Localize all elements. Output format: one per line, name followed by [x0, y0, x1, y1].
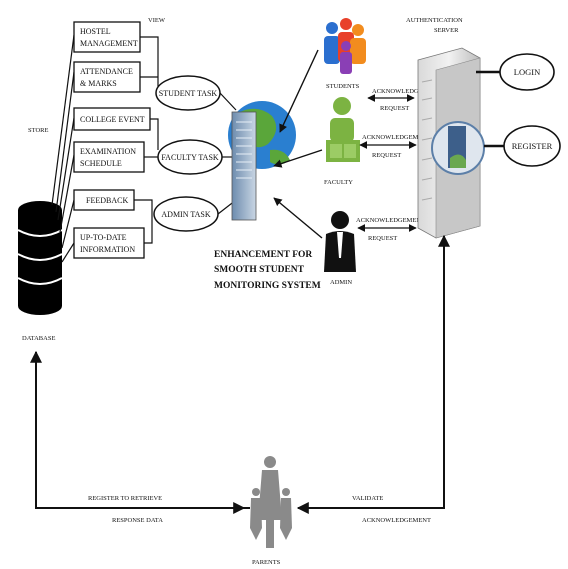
register-to-retrieve-label: REGISTER TO RETRIEVE [88, 495, 162, 502]
response-data-label: RESPONSE DATA [112, 517, 163, 524]
parents-to-database-arrow [30, 350, 250, 509]
svg-text:ACKNOWLEDGEMENT: ACKNOWLEDGEMENT [356, 217, 425, 224]
auth-server-label: AUTHENTICATION [406, 17, 463, 24]
admin-auth-link: ACKNOWLEDGEMENT REQUEST [356, 217, 425, 242]
module-attendance-marks: ATTENDANCE & MARKS [73, 61, 141, 93]
students-label: STUDENTS [326, 83, 360, 90]
svg-text:& MARKS: & MARKS [80, 79, 117, 88]
svg-text:COLLEGE EVENT: COLLEGE EVENT [80, 115, 145, 124]
faculty-icon [326, 97, 360, 162]
svg-text:HOSTEL: HOSTEL [80, 27, 111, 36]
database-icon [17, 201, 63, 315]
svg-text:SCHEDULE: SCHEDULE [80, 159, 122, 168]
admin-icon [324, 211, 356, 272]
svg-text:STUDENT TASK: STUDENT TASK [159, 89, 218, 98]
database-label: DATABASE [22, 335, 55, 342]
svg-text:EXAMINATION: EXAMINATION [80, 147, 136, 156]
svg-text:SMOOTH STUDENT: SMOOTH STUDENT [214, 265, 305, 275]
register-node: REGISTER [484, 125, 561, 167]
svg-text:REGISTER: REGISTER [512, 141, 553, 151]
students-auth-link: ACKNOWLEDGEMENT REQUEST [367, 88, 441, 112]
faculty-label: FACULTY [324, 179, 353, 186]
svg-text:FEEDBACK: FEEDBACK [86, 196, 128, 205]
students-to-system-arrow [279, 49, 319, 133]
svg-text:MONITORING SYSTEM: MONITORING SYSTEM [214, 281, 321, 291]
module-boxes: HOSTEL MANAGEMENT ATTENDANCE & MARKS COL… [73, 21, 151, 259]
students-icon [324, 18, 366, 74]
system-title: ENHANCEMENT FOR SMOOTH STUDENT MONITORIN… [214, 250, 321, 291]
svg-text:REQUEST: REQUEST [368, 235, 397, 242]
authentication-server-icon [417, 47, 485, 239]
svg-text:LOGIN: LOGIN [514, 67, 540, 77]
store-label: STORE [28, 127, 48, 134]
auth-server-label-2: SERVER [434, 27, 459, 34]
login-node: LOGIN [476, 53, 555, 91]
admin-task-node: ADMIN TASK [153, 196, 219, 232]
svg-text:INFORMATION: INFORMATION [80, 245, 135, 254]
parents-label: PARENTS [252, 559, 281, 566]
admin-to-system-arrow [273, 197, 323, 239]
svg-text:MANAGEMENT: MANAGEMENT [80, 39, 138, 48]
module-college-event: COLLEGE EVENT [73, 107, 151, 131]
faculty-auth-link: ACKNOWLEDGEMENT REQUEST [359, 134, 431, 159]
svg-text:ENHANCEMENT FOR: ENHANCEMENT FOR [214, 250, 312, 260]
svg-text:UP-TO-DATE: UP-TO-DATE [80, 233, 127, 242]
parents-auth-link [296, 234, 450, 514]
faculty-task-node: FACULTY TASK [157, 139, 223, 175]
svg-text:FACULTY TASK: FACULTY TASK [161, 153, 219, 162]
student-task-node: STUDENT TASK [155, 75, 221, 111]
central-server-globe-icon [228, 101, 296, 221]
svg-text:ACKNOWLEDGEMENT: ACKNOWLEDGEMENT [372, 88, 441, 95]
svg-text:REQUEST: REQUEST [380, 105, 409, 112]
validate-label: VALIDATE [352, 495, 383, 502]
module-examination-schedule: EXAMINATION SCHEDULE [73, 141, 145, 173]
svg-text:ATTENDANCE: ATTENDANCE [80, 67, 133, 76]
svg-text:ACKNOWLEDGEMENT: ACKNOWLEDGEMENT [362, 134, 431, 141]
faculty-to-system-arrow [273, 149, 323, 168]
module-feedback: FEEDBACK [73, 189, 135, 211]
module-task-connectors [134, 36, 159, 244]
module-up-to-date-information: UP-TO-DATE INFORMATION [73, 227, 145, 259]
view-label: VIEW [148, 17, 166, 24]
svg-text:REQUEST: REQUEST [372, 152, 401, 159]
parents-icon [250, 456, 292, 548]
svg-text:ADMIN TASK: ADMIN TASK [161, 210, 210, 219]
admin-label: ADMIN [330, 279, 352, 286]
store-connectors [51, 34, 75, 263]
acknowledgement-label: ACKNOWLEDGEMENT [362, 517, 431, 524]
module-hostel-management: HOSTEL MANAGEMENT [73, 21, 141, 53]
